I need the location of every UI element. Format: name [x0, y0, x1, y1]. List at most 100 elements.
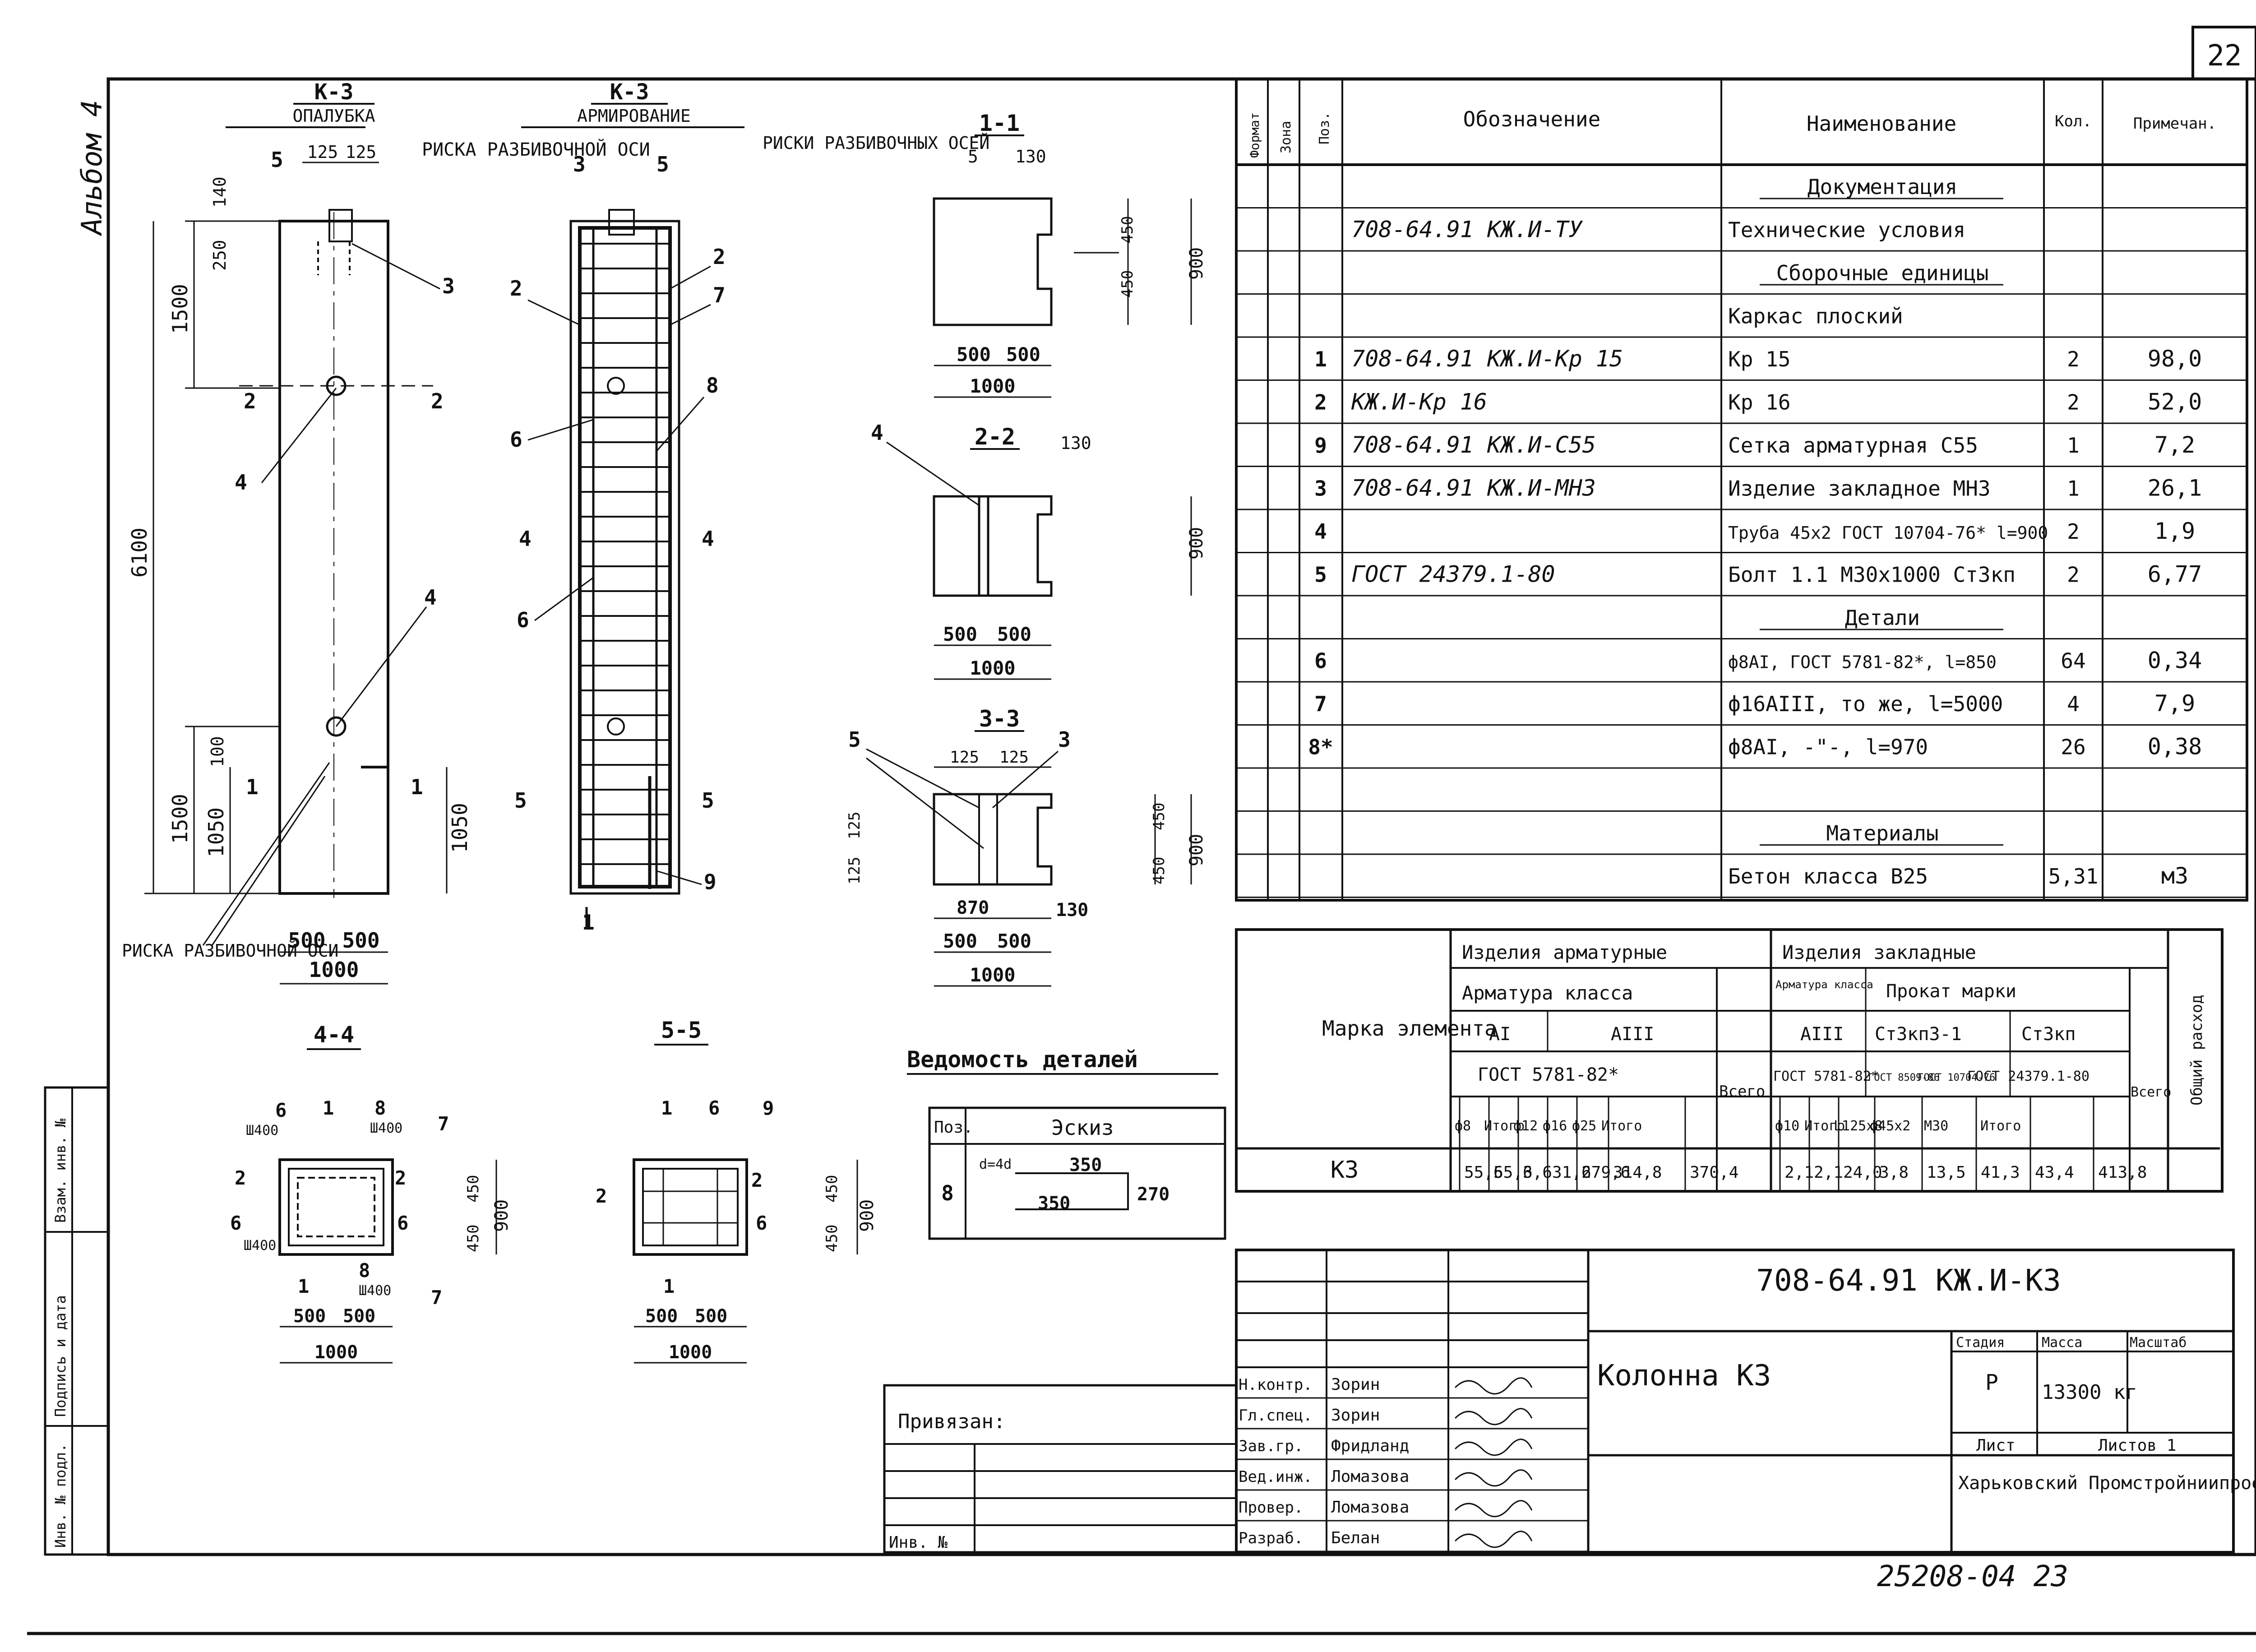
s22-dim-500b: 500 [997, 623, 1031, 645]
s44-callout-2-left: 2 [235, 1167, 246, 1189]
cons-rolled: Прокат марки [1886, 981, 2016, 1002]
spec-note: 52,0 [2148, 389, 2202, 415]
side-stamp: Инв. № подл. Подпись и дата Взам. инв. № [44, 1086, 110, 1556]
s55-callout-1-bottom: 1 [663, 1275, 675, 1297]
cons-value: 279,6 [1581, 1163, 1630, 1182]
s44-callout-7-bottom: 7 [431, 1286, 442, 1309]
section-mark-2-right: 2 [431, 389, 444, 413]
tb-stage-header: Стадия [1956, 1335, 2005, 1351]
specification-table: Формат Зона Поз. Обозначение Наименовани… [1235, 78, 2248, 902]
s11-dim-5a: 5 [968, 147, 978, 167]
spec-header-qty: Кол. [2055, 112, 2092, 130]
spec-name: Кр 16 [1728, 390, 1790, 414]
s55-callout-6-right: 6 [756, 1212, 767, 1234]
details-pos-header: Поз. [934, 1118, 973, 1137]
s44-callout-7-top: 7 [438, 1113, 449, 1135]
spec-header-code: Обозначение [1463, 107, 1601, 131]
spec-pos: 3 [1314, 476, 1327, 500]
s55-dim-450a: 450 [823, 1175, 841, 1203]
spec-row: Каркас плоский [1728, 304, 1903, 328]
spec-code: 708-64.91 КЖ.И-Кр 15 [1351, 346, 1623, 372]
spec-qty: 1 [2067, 476, 2080, 500]
section-mark-1-left: 1 [246, 775, 259, 799]
cons-value: 55,6 [1493, 1163, 1533, 1182]
spec-qty: 2 [2067, 519, 2080, 544]
view-k3-formwork-subtitle: ОПАЛУБКА [292, 106, 375, 126]
spec-note: м3 [2161, 863, 2188, 889]
spec-name: Болт 1.1 М30х1000 Ст3кп [1728, 562, 2016, 587]
s44-sh400-b: Ш400 [370, 1120, 402, 1136]
cons-class-ai: АI [1489, 1024, 1511, 1045]
cons-gost-a: ГОСТ 5781-82* [1478, 1064, 1619, 1085]
tb-org: Харьковский Промстройниипроект [1958, 1473, 2256, 1494]
section-mark-2-left: 2 [244, 389, 256, 413]
cons-class-aiii: АIII [1611, 1024, 1654, 1045]
cons-value: 314,8 [1613, 1163, 1662, 1182]
spec-qty: 64 [2061, 648, 2085, 673]
details-pos-8: 8 [941, 1181, 954, 1205]
s22-callout-4: 4 [871, 421, 883, 445]
spec-name: ф8АI, ГОСТ 5781-82*, l=850 [1728, 652, 1997, 672]
callout-9-reinf: 9 [704, 870, 717, 894]
title-block: Н.контр.ЗоринГл.спец.ЗоринЗав.гр.Фридлан… [883, 1249, 2256, 1554]
s44-callout-6-top: 6 [275, 1099, 287, 1121]
details-title: Ведомость деталей [907, 1046, 1138, 1073]
approval-signature [1454, 1469, 1533, 1487]
callout-3-formwork: 3 [442, 274, 455, 298]
approval-signature [1454, 1500, 1533, 1518]
s44-callout-6-left: 6 [230, 1212, 241, 1234]
section-1-1: 1-1 РИСКИ РАЗБИВОЧНЫХ ОСЕЙ 5 130 500 500… [763, 110, 1207, 398]
spec-pos: 1 [1314, 347, 1327, 371]
spec-note: 98,0 [2148, 346, 2202, 372]
tb-bound: Привязан: [898, 1410, 1005, 1433]
cons-col-header: ф10 [1775, 1118, 1799, 1134]
cons-gost-b: ГОСТ 5781-82* [1773, 1069, 1879, 1084]
stamp-sign-label: Подпись и дата [52, 1295, 69, 1417]
spec-header-zone: Зона [1278, 121, 1294, 153]
s33-dim-125c: 125 [846, 812, 864, 839]
spec-name: Кр 15 [1728, 347, 1790, 371]
tb-inv: Инв. № [889, 1533, 948, 1552]
section-mark-1-reinf: 1 [582, 910, 595, 935]
s55-dim-500b: 500 [695, 1306, 727, 1327]
tb-designation: 708-64.91 КЖ.И-К3 [1756, 1263, 2061, 1298]
s44-dim-500a: 500 [293, 1306, 326, 1327]
s33-dim-900: 900 [1186, 834, 1207, 866]
cons-col-header: ф12 [1513, 1118, 1538, 1134]
details-sheet: Ведомость деталей Поз. Эскиз 8 d=4d 350 … [907, 1046, 1226, 1240]
approval-name: Фридланд [1331, 1437, 1409, 1455]
section-1-1-title: 1-1 [979, 110, 1020, 136]
dim-140: 140 [210, 176, 230, 208]
s33-callout-3: 3 [1058, 727, 1071, 752]
cons-emb-rebar-class: Арматура класса [1775, 978, 1873, 991]
risk-label-bottom: РИСКА РАЗБИВОЧНОЙ ОСИ [122, 941, 338, 961]
callout-7-reinf: 7 [713, 283, 726, 307]
cons-total-b: Всего [2131, 1084, 2171, 1100]
approval-role: Зав.гр. [1239, 1437, 1303, 1455]
approval-role: Вед.инж. [1239, 1468, 1313, 1486]
spec-note: 0,38 [2148, 733, 2202, 759]
cons-group-a: Изделия арматурные [1462, 941, 1667, 963]
spec-name: Сетка арматурная С55 [1728, 433, 1978, 458]
s33-dim-125d: 125 [846, 857, 864, 884]
tb-sheets-header: Листов 1 [2098, 1436, 2176, 1455]
spec-name: Технические условия [1728, 217, 1965, 242]
callout-6-reinf-b: 6 [517, 608, 529, 632]
approval-role: Разраб. [1239, 1529, 1303, 1547]
dim-1500-bottom: 1500 [168, 794, 192, 844]
tb-mass: 13300 кг [2042, 1381, 2137, 1404]
callout-2-reinf-left: 2 [510, 276, 522, 301]
section-5-5: 5-5 1 6 9 2 2 6 1 500 500 1000 900 450 4… [596, 1017, 878, 1364]
s44-dim-900: 900 [491, 1199, 512, 1232]
s55-callout-9: 9 [763, 1097, 774, 1119]
stamp-replace-label: Взам. инв. № [52, 1118, 69, 1223]
spec-name: Труба 45х2 ГОСТ 10704-76* l=900 [1728, 523, 2048, 543]
details-note: d=4d [979, 1157, 1012, 1172]
spec-qty: 2 [2067, 347, 2080, 371]
cons-value: 3,8 [1879, 1163, 1909, 1182]
details-sketch-header: Эскиз [1051, 1115, 1114, 1140]
approval-name: Зорин [1331, 1375, 1380, 1394]
spec-note: 0,34 [2148, 647, 2202, 673]
